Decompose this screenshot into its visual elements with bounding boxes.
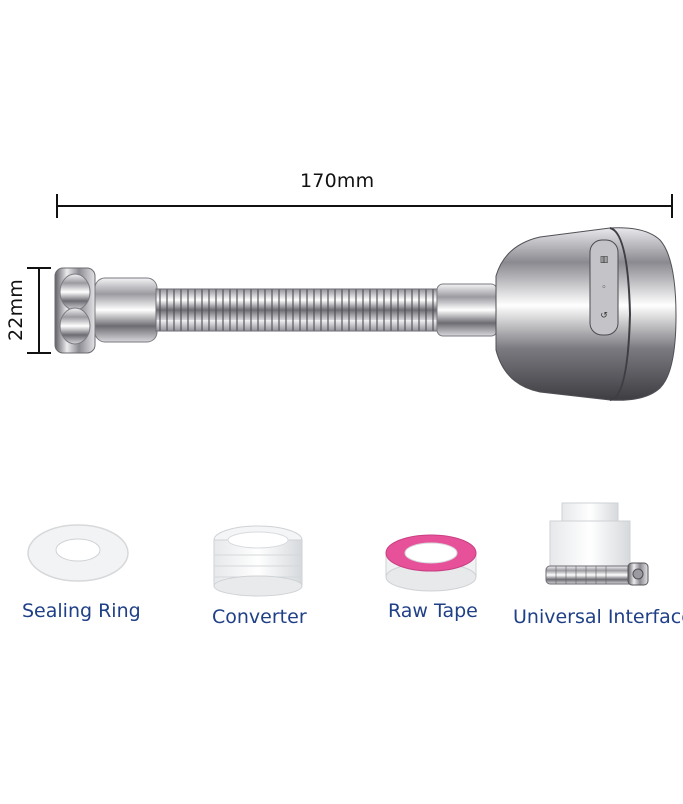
hex-nut xyxy=(54,267,158,354)
universal-interface-label: Universal Interface xyxy=(513,606,683,628)
svg-text:↺: ↺ xyxy=(600,311,608,321)
flexible-hose xyxy=(155,283,498,337)
raw-tape xyxy=(385,534,477,592)
sealing-ring xyxy=(27,524,129,582)
svg-text:◦: ◦ xyxy=(601,283,606,293)
universal-interface xyxy=(545,502,649,586)
sprayer-head: ▥ ◦ ↺ xyxy=(495,227,677,401)
converter-label: Converter xyxy=(212,606,307,628)
converter xyxy=(213,525,303,597)
length-label: 170mm xyxy=(300,170,375,192)
length-dimension-line xyxy=(56,194,673,218)
diameter-dimension-line xyxy=(27,267,51,354)
raw-tape-label: Raw Tape xyxy=(388,600,478,622)
svg-text:▥: ▥ xyxy=(600,255,609,265)
sealing-ring-label: Sealing Ring xyxy=(22,600,141,622)
diameter-label: 22mm xyxy=(5,279,27,341)
